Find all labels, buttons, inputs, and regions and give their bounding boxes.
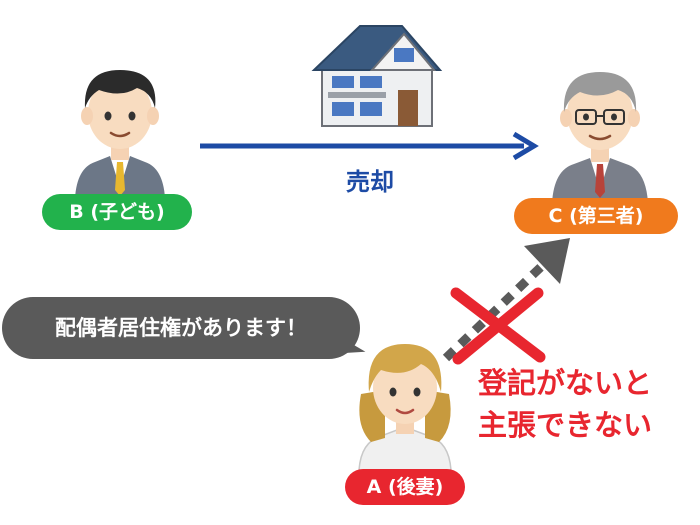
cross-mark-icon bbox=[450, 287, 546, 365]
house-icon bbox=[311, 25, 443, 127]
badge-a: A (後妻) bbox=[345, 469, 465, 505]
sale-arrow bbox=[200, 131, 539, 161]
person-b-icon bbox=[75, 70, 165, 198]
sale-label: 売却 bbox=[346, 168, 394, 196]
person-c-icon bbox=[552, 72, 648, 203]
note-line-2: 主張できない bbox=[478, 408, 653, 442]
dotted-arrow bbox=[442, 238, 570, 362]
badge-b: B (子ども) bbox=[42, 194, 192, 230]
person-a-icon bbox=[358, 344, 452, 471]
note-text: 登記がないと 主張できない bbox=[478, 362, 688, 446]
badge-c: C (第三者) bbox=[514, 198, 678, 234]
speech-bubble: 配偶者居住権があります！ bbox=[2, 297, 360, 359]
note-line-1: 登記がないと bbox=[478, 366, 653, 400]
